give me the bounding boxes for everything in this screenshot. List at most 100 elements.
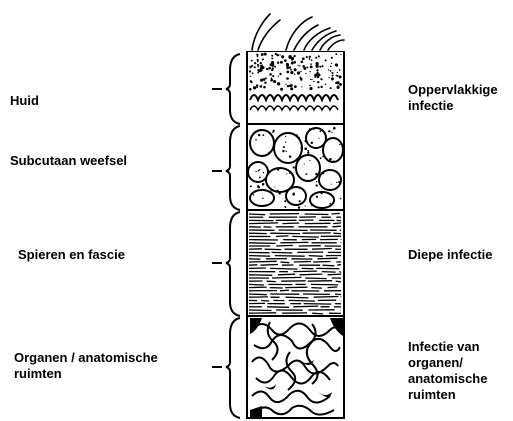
skin-dot xyxy=(254,66,256,68)
skin-dot xyxy=(257,56,259,58)
skin-dot xyxy=(337,85,339,87)
skin-dot xyxy=(310,63,312,65)
muscle-fiber xyxy=(328,287,338,288)
skin-dot xyxy=(273,80,276,83)
fat-stipple-dot xyxy=(316,192,317,193)
fat-stipple-dot xyxy=(258,170,260,172)
skin-dot xyxy=(291,62,294,65)
fat-stipple-dot xyxy=(336,182,337,183)
skin-dot xyxy=(279,73,281,75)
muscle-fiber xyxy=(318,258,338,259)
fat-stipple-dot xyxy=(273,142,275,144)
fat-stipple-dot xyxy=(299,200,301,202)
fat-stipple-dot xyxy=(305,205,306,206)
skin-dot xyxy=(315,57,317,59)
fat-stipple-dot xyxy=(286,173,287,174)
fat-stipple-dot xyxy=(307,150,309,152)
skin-dot xyxy=(281,55,284,58)
skin-dot xyxy=(257,64,259,66)
fat-stipple-dot xyxy=(265,204,267,206)
skin-dot xyxy=(287,85,289,87)
fat-stipple-dot xyxy=(250,185,252,187)
skin-dot xyxy=(301,61,304,64)
fat-stipple-dot xyxy=(311,142,313,144)
fat-stipple-dot xyxy=(328,130,330,132)
skin-dot xyxy=(257,69,259,71)
skin-dot xyxy=(339,69,341,71)
skin-dot xyxy=(305,73,306,74)
skin-dot xyxy=(293,55,295,57)
fat-stipple-dot xyxy=(311,205,312,206)
skin-dot xyxy=(330,87,332,89)
skin-dot xyxy=(272,67,274,69)
skin-dot xyxy=(257,66,258,67)
skin-dot xyxy=(310,65,313,68)
muscle-fiber xyxy=(289,300,315,301)
hair-strands xyxy=(252,14,344,50)
skin-dot xyxy=(330,70,332,72)
skin-dot xyxy=(318,55,320,57)
skin-dot xyxy=(294,73,295,74)
skin-dot xyxy=(286,77,289,80)
skin-dot xyxy=(300,71,302,73)
skin-dot xyxy=(285,84,286,85)
muscle-fiber xyxy=(249,284,264,285)
muscle-fiber xyxy=(309,256,323,257)
muscle-fiber xyxy=(308,281,332,282)
infection-label-superficial: Oppervlakkige infectie xyxy=(408,82,498,114)
fat-stipple-dot xyxy=(300,142,301,143)
fat-stipple-dot xyxy=(255,154,256,155)
muscle-fiber xyxy=(332,226,341,227)
skin-dot xyxy=(260,62,262,64)
fat-stipple-dot xyxy=(340,198,342,200)
fat-stipple-dot xyxy=(283,146,285,148)
skin-dot xyxy=(328,69,329,70)
fat-stipple-dot xyxy=(322,156,324,158)
skin-dot xyxy=(260,79,263,82)
skin-dot xyxy=(339,77,341,79)
skin-dot xyxy=(256,54,258,56)
skin-dot xyxy=(249,88,252,91)
fat-stipple-dot xyxy=(321,192,323,194)
skin-dot xyxy=(265,77,267,79)
muscle-fiber xyxy=(249,214,265,215)
layer-label-skin: Huid xyxy=(10,93,39,109)
skin-dot xyxy=(294,61,297,64)
skin-dot xyxy=(318,74,321,77)
skin-dot xyxy=(256,86,258,88)
fat-stipple-dot xyxy=(271,190,273,192)
skin-dot xyxy=(306,56,308,58)
skin-dot xyxy=(274,66,276,68)
fat-stipple-dot xyxy=(293,166,295,168)
muscle-fiber xyxy=(293,306,318,307)
skin-dot xyxy=(271,55,273,57)
skin-dot xyxy=(294,85,297,88)
muscle-fiber xyxy=(261,265,279,266)
skin-dot xyxy=(331,57,333,59)
fat-stipple-dot xyxy=(313,129,314,130)
fat-stipple-dot xyxy=(286,151,287,152)
skin-dot xyxy=(297,65,298,66)
skin-dot xyxy=(291,58,293,60)
skin-dot xyxy=(318,86,320,88)
skin-dot xyxy=(336,75,338,77)
skin-dot xyxy=(250,76,251,77)
skin-dot xyxy=(328,77,329,78)
skin-dot xyxy=(325,59,327,61)
skin-dot xyxy=(286,71,289,74)
fat-stipple-dot xyxy=(292,193,295,196)
skin-dot xyxy=(305,67,306,68)
fat-stipple-dot xyxy=(304,140,306,142)
fat-stipple-dot xyxy=(268,152,269,153)
muscle-fiber xyxy=(286,297,309,298)
skin-dot xyxy=(258,71,259,72)
fat-stipple-dot xyxy=(321,129,323,131)
fat-stipple-dot xyxy=(319,138,320,139)
fat-stipple-dot xyxy=(331,132,332,133)
fat-stipple-dot xyxy=(320,130,322,132)
muscle-fiber xyxy=(311,288,322,289)
skin-dot xyxy=(290,69,292,71)
skin-dot xyxy=(271,79,274,82)
fat-stipple-dot xyxy=(257,130,258,131)
skin-dot xyxy=(260,85,263,88)
